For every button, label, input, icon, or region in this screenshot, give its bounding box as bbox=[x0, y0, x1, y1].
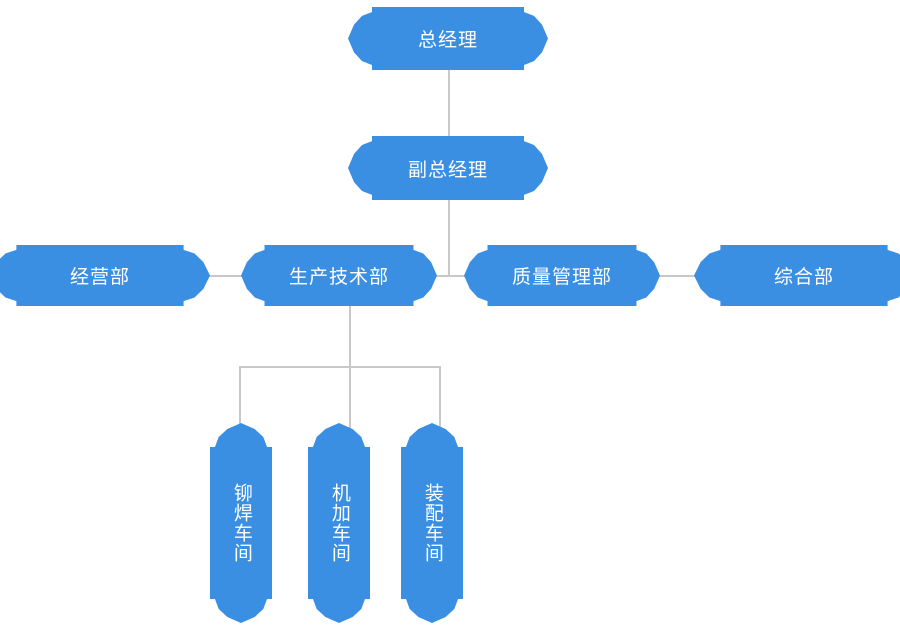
connector-level4-bus bbox=[239, 366, 441, 368]
node-assembly-workshop[interactable]: 装配车间 bbox=[401, 423, 463, 623]
node-production-tech-dept-label: 生产技术部 bbox=[288, 267, 389, 288]
connector-level3-bus-right bbox=[655, 275, 705, 277]
node-general-affairs-dept[interactable]: 综合部 bbox=[694, 245, 900, 306]
node-general-manager-label: 总经理 bbox=[417, 30, 478, 51]
node-welding-workshop[interactable]: 铆焊车间 bbox=[210, 423, 272, 623]
connector-to-welding-workshop bbox=[239, 366, 241, 428]
connector-ptd-drop bbox=[349, 305, 351, 367]
connector-level3-bus-mid bbox=[430, 275, 476, 277]
node-operations-dept-label: 经营部 bbox=[69, 267, 130, 288]
connector-gm-to-dgm bbox=[448, 70, 450, 136]
node-general-manager[interactable]: 总经理 bbox=[348, 7, 548, 70]
node-general-affairs-dept-label: 综合部 bbox=[773, 267, 834, 288]
connector-to-assembly-workshop bbox=[439, 366, 441, 428]
node-machining-workshop-label: 机加车间 bbox=[328, 483, 350, 563]
connector-level3-bus-left bbox=[200, 275, 252, 277]
node-welding-workshop-label: 铆焊车间 bbox=[230, 483, 252, 563]
node-deputy-general-manager[interactable]: 副总经理 bbox=[348, 136, 548, 200]
connector-dgm-drop bbox=[448, 200, 450, 276]
node-quality-mgmt-dept[interactable]: 质量管理部 bbox=[464, 245, 660, 306]
node-production-tech-dept[interactable]: 生产技术部 bbox=[241, 245, 437, 306]
node-quality-mgmt-dept-label: 质量管理部 bbox=[511, 267, 612, 288]
node-operations-dept[interactable]: 经营部 bbox=[0, 245, 210, 306]
node-deputy-general-manager-label: 副总经理 bbox=[407, 159, 488, 181]
connector-to-machining-workshop bbox=[349, 366, 351, 428]
node-machining-workshop[interactable]: 机加车间 bbox=[308, 423, 370, 623]
node-assembly-workshop-label: 装配车间 bbox=[421, 483, 443, 563]
